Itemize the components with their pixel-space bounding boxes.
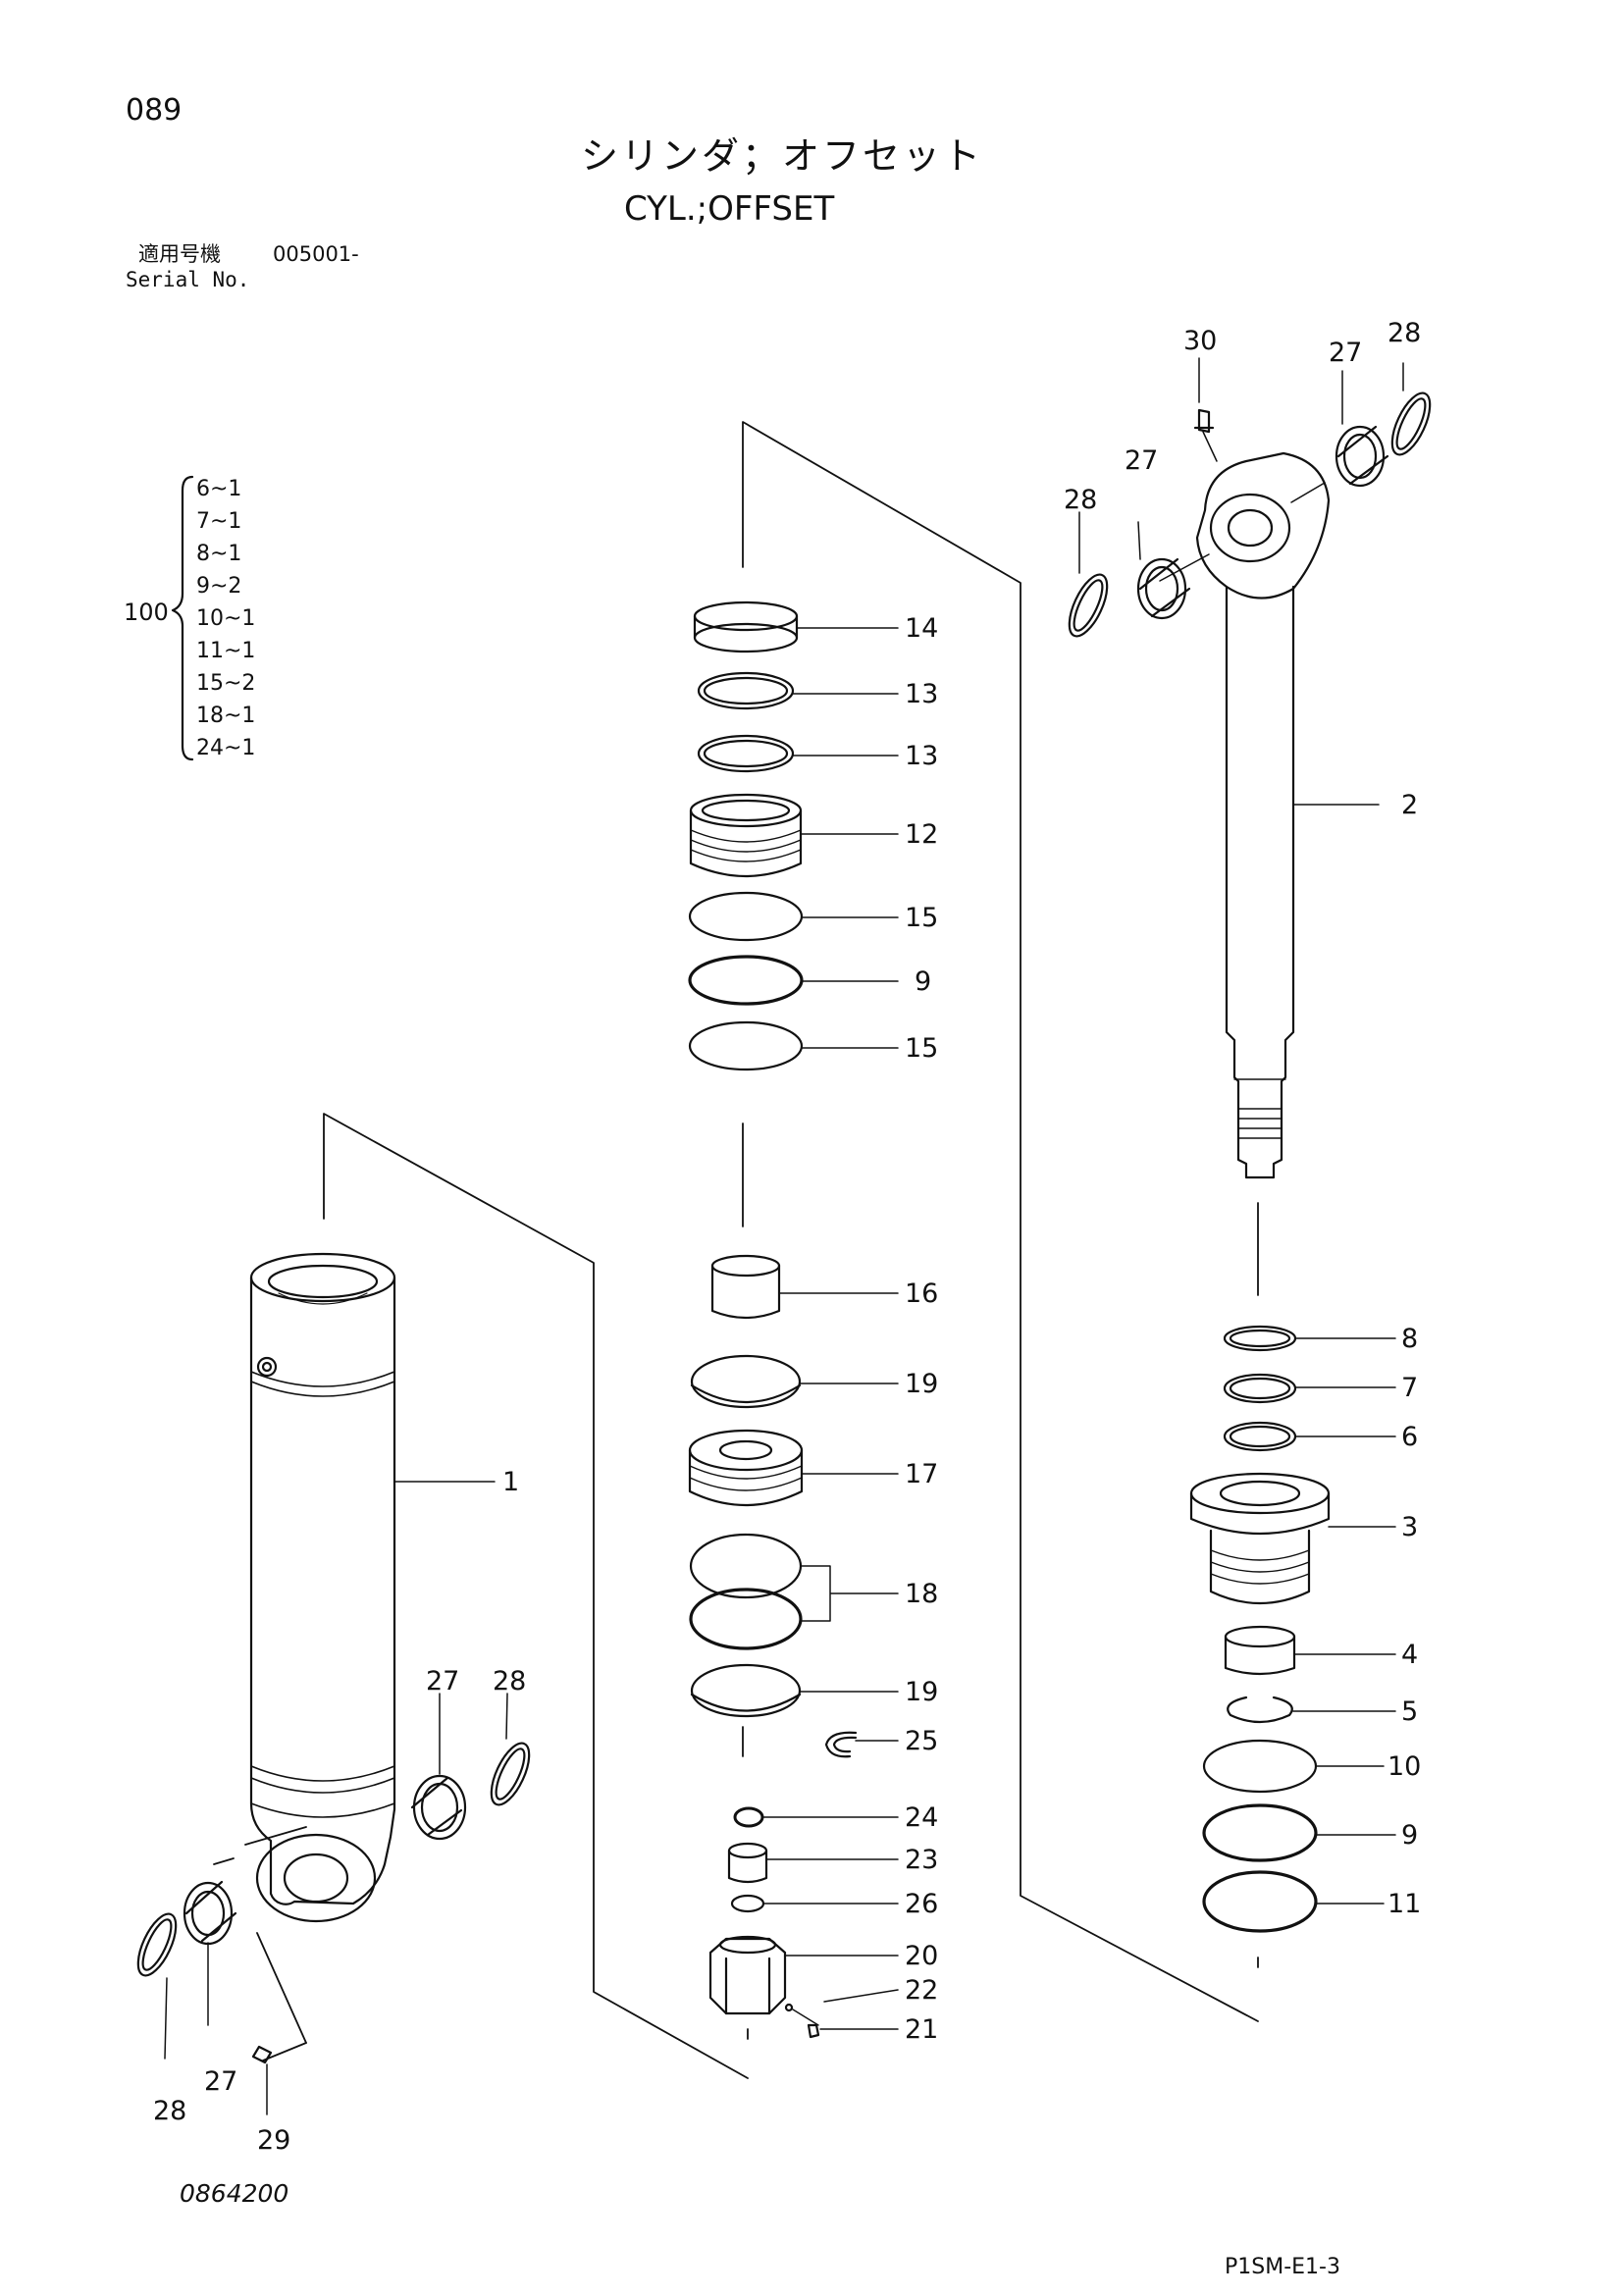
- callout-24: 24: [905, 1802, 938, 1833]
- center-column-parts: [688, 600, 858, 2039]
- callout-3: 3: [1401, 1512, 1418, 1542]
- title-english: CYL.;OFFSET: [624, 189, 835, 229]
- callout-27-rod-left: 27: [1125, 445, 1158, 476]
- callout-13-b: 13: [905, 741, 938, 771]
- callout-9-right: 9: [1401, 1820, 1418, 1851]
- callout-22: 22: [905, 1975, 938, 2006]
- serial-label-japanese: 適用号機: [138, 242, 221, 266]
- callout-23: 23: [905, 1845, 938, 1875]
- kit-brace: [171, 475, 194, 761]
- page-code: P1SM-E1-3: [1225, 2255, 1340, 2279]
- kit-item: 6~1: [196, 477, 242, 501]
- callout-28-rod-left: 28: [1064, 485, 1097, 515]
- callout-9-center: 9: [915, 966, 931, 997]
- kit-item: 15~2: [196, 671, 256, 696]
- callout-26: 26: [905, 1889, 938, 1919]
- callout-19-a: 19: [905, 1369, 938, 1399]
- leader-lines: [761, 627, 1396, 2030]
- callout-17: 17: [905, 1459, 938, 1489]
- callout-11: 11: [1387, 1889, 1421, 1919]
- kit-item: 11~1: [196, 639, 256, 663]
- piston-rod: [1159, 357, 1380, 1179]
- kit-item: 9~2: [196, 574, 242, 599]
- serial-label-english: Serial No.: [126, 268, 250, 291]
- callout-2: 2: [1401, 790, 1418, 820]
- callout-14: 14: [905, 613, 938, 644]
- tube-bushings: [136, 1693, 531, 2115]
- callout-5: 5: [1401, 1696, 1418, 1727]
- callout-7: 7: [1401, 1373, 1418, 1403]
- callout-28-rod-right: 28: [1387, 318, 1421, 348]
- serial-value: 005001-: [273, 242, 359, 266]
- assembly-guide-lines: [213, 421, 1259, 2079]
- rod-bushings: [1068, 362, 1432, 638]
- callout-1: 1: [502, 1467, 519, 1497]
- title-japanese: シリンダ；オフセット: [581, 134, 984, 178]
- callout-21: 21: [905, 2014, 938, 2045]
- drawing-number: 0864200: [180, 2179, 289, 2208]
- callout-12: 12: [905, 819, 938, 850]
- kit-item: 7~1: [196, 509, 242, 534]
- kit-item: 24~1: [196, 736, 256, 760]
- kit-number: 100: [124, 599, 169, 626]
- callout-28-tube-left: 28: [153, 2096, 186, 2126]
- callout-16: 16: [905, 1278, 938, 1309]
- callout-19-b: 19: [905, 1677, 938, 1707]
- cylinder-tube: [249, 1252, 496, 1923]
- page-number: 089: [126, 93, 183, 128]
- callout-15-a: 15: [905, 903, 938, 933]
- callout-labels: 1 2 3 4 5 6 7 8 9 9 10 11 12 13 13 14 15…: [153, 318, 1421, 2156]
- callout-8: 8: [1401, 1324, 1418, 1354]
- kit-item: 8~1: [196, 542, 242, 566]
- callout-28-tube-right: 28: [493, 1666, 526, 1696]
- callout-15-b: 15: [905, 1033, 938, 1064]
- right-column-parts: [1189, 1325, 1331, 1933]
- callout-4: 4: [1401, 1640, 1418, 1670]
- callout-29: 29: [257, 2125, 290, 2156]
- callout-27-rod-right: 27: [1329, 338, 1362, 368]
- callout-27-tube-right: 27: [426, 1666, 459, 1696]
- kit-item: 18~1: [196, 704, 256, 728]
- callout-10: 10: [1387, 1751, 1421, 1782]
- callout-18: 18: [905, 1579, 938, 1609]
- callout-30: 30: [1183, 326, 1217, 356]
- callout-6: 6: [1401, 1422, 1418, 1452]
- callout-20: 20: [905, 1941, 938, 1971]
- callout-27-tube-left: 27: [204, 2066, 237, 2097]
- kit-item: 10~1: [196, 606, 256, 631]
- callout-13-a: 13: [905, 679, 938, 709]
- callout-25: 25: [905, 1726, 938, 1756]
